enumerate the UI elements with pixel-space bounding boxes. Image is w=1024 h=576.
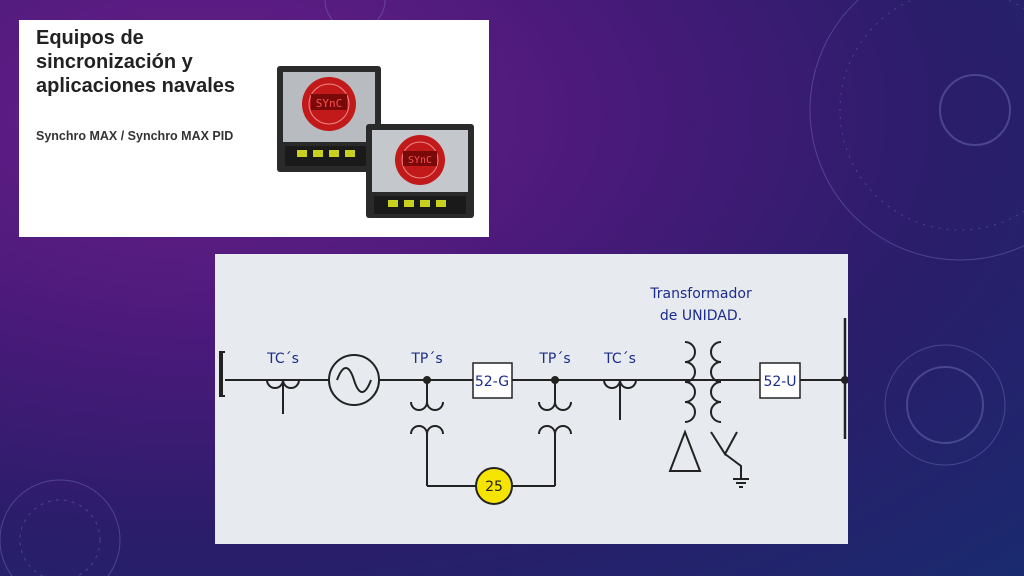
card-title: Equipos de sincronización y aplicaciones… <box>36 27 236 97</box>
tp-left-secondary <box>410 425 444 435</box>
card-subtitle: Synchro MAX / Synchro MAX PID <box>36 129 234 143</box>
transformer-label-line2: de UNIDAD. <box>660 308 742 324</box>
sync-relay-label: 25 <box>485 479 503 495</box>
wye-symbol <box>710 431 742 478</box>
tp-right-secondary <box>538 425 572 435</box>
junction-dot-left <box>423 376 431 384</box>
device-display-text-2: SYnC <box>408 155 432 166</box>
synchro-device-image-back: SYnC <box>277 66 381 172</box>
generator-symbol <box>328 354 380 406</box>
breaker-52u-label: 52-U <box>763 374 796 390</box>
tp-left-label: TP´s <box>410 351 442 367</box>
tp-left-primary <box>410 401 444 411</box>
tc-left-label: TC´s <box>266 351 299 367</box>
transformer-secondary-winding <box>710 341 722 423</box>
breaker-52g-label: 52-G <box>475 374 509 390</box>
tc-right-label: TC´s <box>603 351 636 367</box>
transformer-label-line1: Transformador <box>649 286 752 302</box>
breaker-52u-box <box>759 362 801 399</box>
single-line-diagram: 52-G 52-U 25 TC´s TP´s TP´s TC´s Transfo… <box>215 254 848 544</box>
junction-dot-right <box>551 376 559 384</box>
device-display-text: SYnC <box>316 97 343 110</box>
sync-relay-25 <box>475 467 513 505</box>
junction-dot-bus <box>841 376 848 384</box>
tp-right-label: TP´s <box>538 351 570 367</box>
transformer-primary-winding <box>684 341 696 423</box>
product-card: Equipos de sincronización y aplicaciones… <box>19 20 489 237</box>
tp-right-primary <box>538 401 572 411</box>
delta-symbol <box>668 429 702 472</box>
diagram-svg: 52-G 52-U 25 TC´s TP´s TP´s TC´s Transfo… <box>219 286 848 505</box>
synchro-device-image-front: SYnC <box>366 124 474 218</box>
breaker-52g-box <box>472 362 513 399</box>
